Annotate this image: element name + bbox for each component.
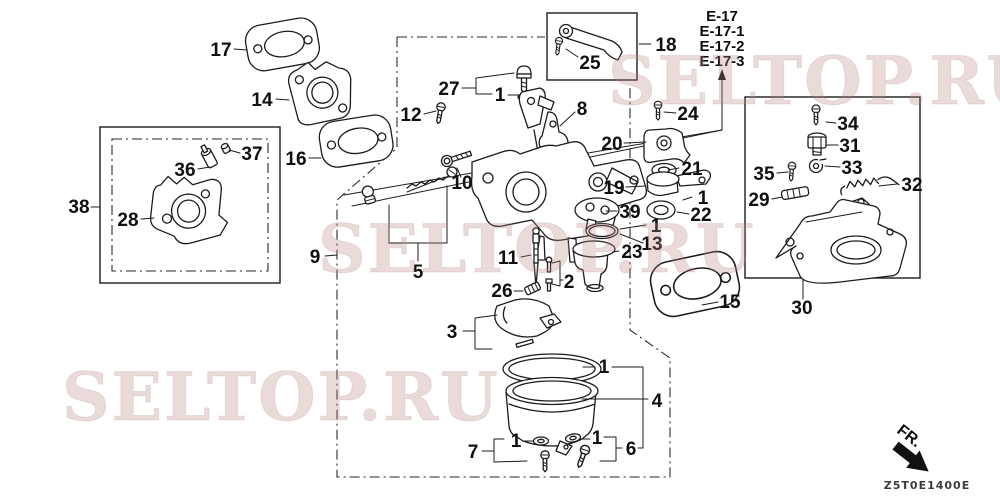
callout-18: 18 <box>655 35 676 56</box>
callout-36: 36 <box>174 160 195 181</box>
callout-35: 35 <box>753 164 775 185</box>
callout-1-washer-left: 1 <box>511 431 522 452</box>
callout-9: 9 <box>310 247 321 268</box>
left-subassembly-box <box>99 126 281 284</box>
callout-2: 2 <box>564 272 575 293</box>
insulator-28-drawing <box>149 175 229 245</box>
callout-1-bowl-gasket: 1 <box>599 357 610 378</box>
nut-31-drawing <box>807 132 827 156</box>
fuel-valve-box <box>546 12 638 81</box>
callout-leader-lines <box>90 43 898 463</box>
callout-27: 27 <box>438 79 459 100</box>
callout-17: 17 <box>210 40 231 61</box>
insulator-14-drawing <box>287 61 352 126</box>
callout-1-screw-washer: 1 <box>495 85 506 106</box>
callout-10: 10 <box>451 173 472 194</box>
callout-31: 31 <box>839 136 861 157</box>
callout-12: 12 <box>400 105 421 126</box>
callout-4: 4 <box>652 391 663 412</box>
grommet-22-drawing <box>646 200 676 220</box>
needle-11-drawing <box>532 227 540 287</box>
callout-37: 37 <box>241 144 262 165</box>
drawing-code: Z5T0E1400E <box>884 479 970 492</box>
washer-7-drawing <box>532 436 550 446</box>
screw-12-drawing <box>433 101 447 125</box>
screw-set-5-drawing <box>361 166 458 205</box>
callout-30: 30 <box>791 298 812 319</box>
bolt-10-drawing <box>439 147 474 169</box>
callout-33: 33 <box>841 158 862 179</box>
callout-11: 11 <box>498 248 519 269</box>
callout-7: 7 <box>468 442 479 463</box>
callout-13: 13 <box>641 234 662 255</box>
choke-arm-20-drawing <box>643 127 691 164</box>
callout-38: 38 <box>68 197 89 218</box>
watermark-top-right: SELTOP.RU <box>608 42 1000 120</box>
screw-6-drawing <box>573 443 592 470</box>
callout-5: 5 <box>413 262 424 283</box>
reference-label-block: E-17 E-17-1 E-17-2 E-17-3 <box>699 8 744 70</box>
pump-cup-19-drawing <box>646 169 712 197</box>
callout-8: 8 <box>577 99 588 120</box>
watermark-center: SELTOP.RU <box>318 210 756 288</box>
callout-22: 22 <box>690 205 711 226</box>
front-direction-marker: FR. <box>892 422 929 472</box>
callout-32: 32 <box>901 175 922 196</box>
watermarks: SELTOP.RU SELTOP.RU SELTOP.RU <box>62 42 1000 437</box>
callout-34: 34 <box>837 114 859 135</box>
bowl-gasket-drawing <box>502 353 602 385</box>
callout-labels: 17 14 16 38 36 37 28 27 1 12 25 18 24 8 … <box>68 35 922 463</box>
chamber-top-39-drawing <box>574 197 620 232</box>
screw-35-drawing <box>786 161 797 182</box>
valve-set-2-drawing <box>545 256 553 292</box>
callout-26: 26 <box>491 281 512 302</box>
cap-37-drawing <box>220 142 232 155</box>
ref-e17-1: E-17-1 <box>699 23 744 40</box>
watermark-bottom-left: SELTOP.RU <box>62 358 500 436</box>
callout-39: 39 <box>619 202 640 223</box>
valve-lever-18-drawing <box>558 23 623 61</box>
callout-19: 19 <box>603 178 624 199</box>
float-3-drawing <box>494 298 562 349</box>
callout-29: 29 <box>748 190 769 211</box>
callout-1-choke: 1 <box>698 188 709 209</box>
clip-33-drawing <box>808 158 827 174</box>
callout-6: 6 <box>626 439 637 460</box>
ref-e17-2: E-17-2 <box>699 38 744 55</box>
callout-28: 28 <box>117 210 138 231</box>
callout-1-oring: 1 <box>651 216 662 237</box>
callout-1-washer-right: 1 <box>592 428 603 449</box>
cup-23-drawing <box>572 240 616 293</box>
callout-20: 20 <box>601 134 622 155</box>
bolt-7-drawing <box>540 450 550 473</box>
float-chamber-4-drawing <box>505 376 599 456</box>
jet-26-drawing <box>524 281 541 296</box>
ref-e17: E-17 <box>706 8 738 25</box>
screw-25-drawing <box>552 36 564 57</box>
control-base-30-drawing <box>775 197 908 284</box>
callout-25: 25 <box>579 53 601 74</box>
front-direction-arrow-icon <box>892 441 929 472</box>
callout-23: 23 <box>621 242 642 263</box>
ref-e17-3: E-17-3 <box>699 53 744 70</box>
o-ring-13-drawing <box>585 222 619 240</box>
callout-24: 24 <box>677 104 699 125</box>
clamp-29-drawing <box>780 186 810 201</box>
callout-3: 3 <box>447 322 458 343</box>
callout-15: 15 <box>719 292 741 313</box>
callout-21: 21 <box>681 159 703 180</box>
callout-16: 16 <box>285 149 306 170</box>
callout-14: 14 <box>251 90 273 111</box>
valve-36-drawing <box>200 144 218 169</box>
spring-32-drawing <box>840 176 900 196</box>
